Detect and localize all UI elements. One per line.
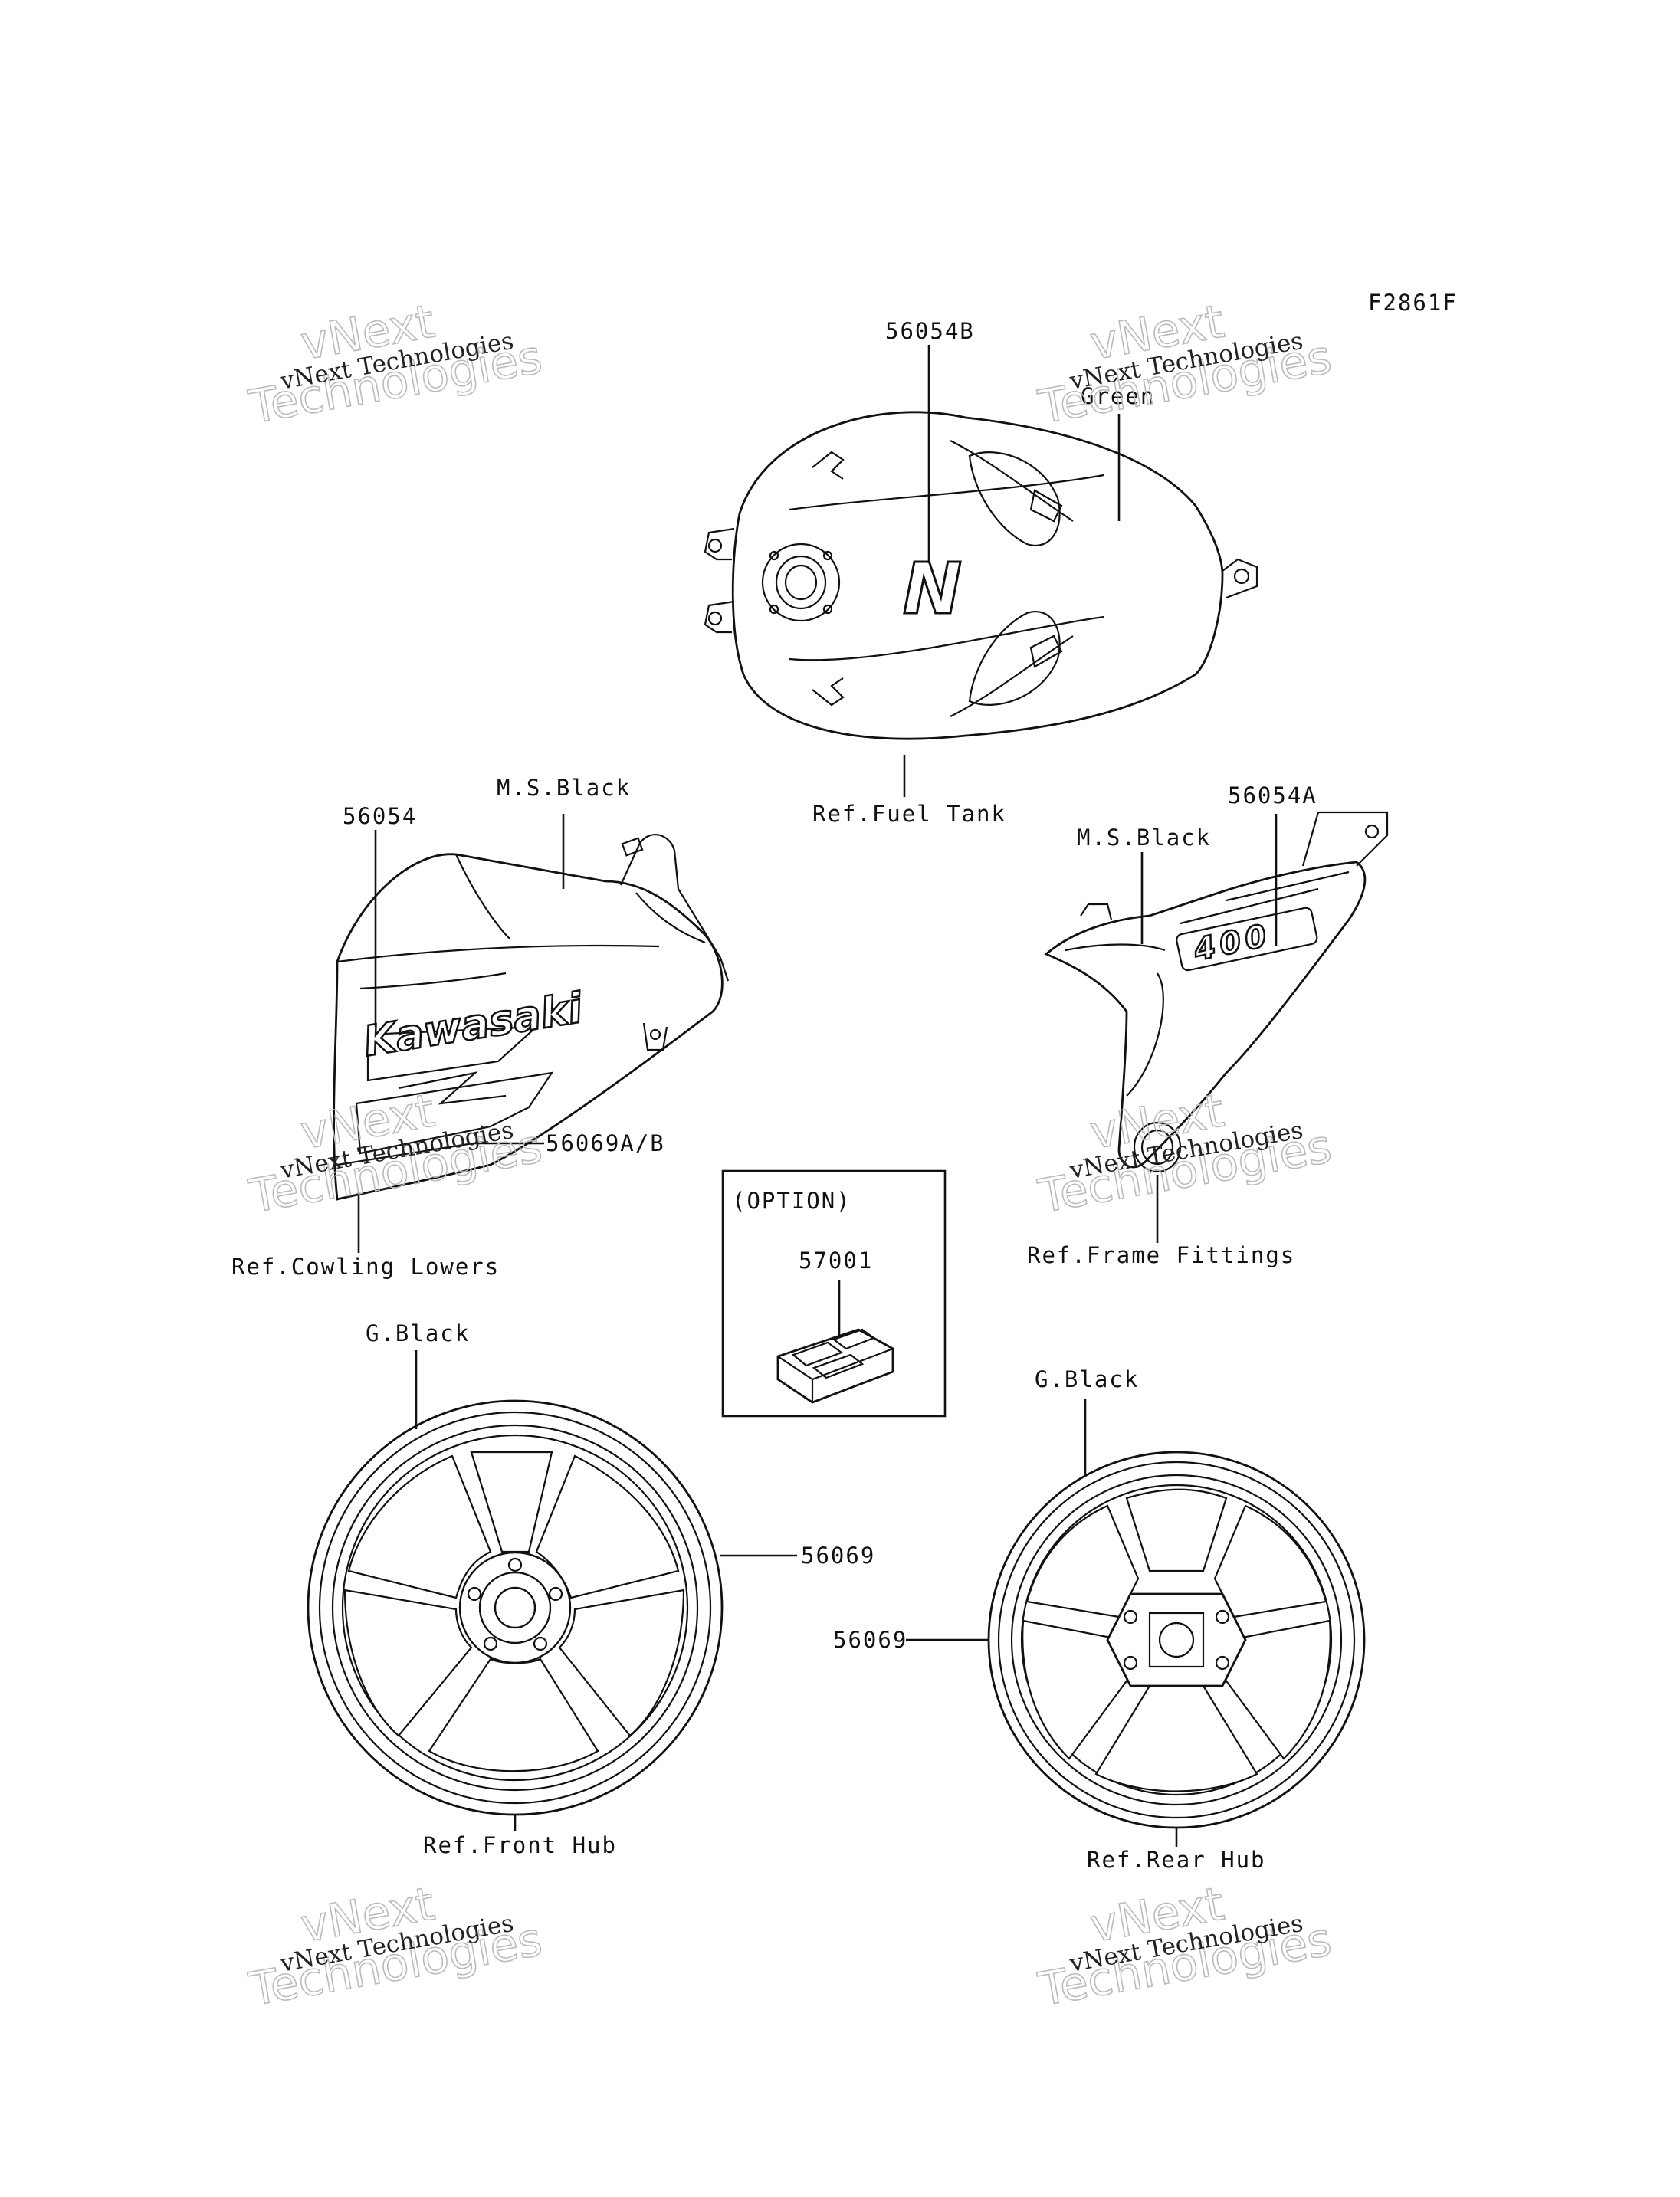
front-wheel-drawing (307, 1399, 724, 1816)
rear-wheel-color-label: G.Black (1035, 1366, 1139, 1392)
rear-wheel-ref-label: Ref.Rear Hub (1087, 1847, 1266, 1873)
figure-code: F2861F (1368, 290, 1458, 316)
watermark-bottom-left: vNext Technologies vNext Technologies (244, 1877, 546, 2018)
rear-wheel-part-label: 56069 (833, 1627, 907, 1653)
watermark-mid-right: vNext Technologies vNext Technologies (1034, 1084, 1336, 1225)
tank-emblem: N (903, 548, 962, 630)
front-wheel-color-label: G.Black (366, 1320, 470, 1346)
rear-wheel-drawing (987, 1451, 1366, 1829)
fuel-tank-part-label: 56054B (885, 318, 975, 344)
cowling-drawing: Kawasaki (333, 834, 730, 1201)
frame-color-label: M.S.Black (1077, 825, 1211, 851)
watermark-top-right: vNext Technologies vNext Technologies (1034, 294, 1336, 435)
fuel-tank-ref-label: Ref.Fuel Tank (812, 801, 1006, 827)
watermark-bottom-right: vNext Technologies vNext Technologies (1034, 1877, 1336, 2018)
fuel-tank-drawing: N (704, 411, 1258, 740)
front-wheel-ref-label: Ref.Front Hub (423, 1832, 617, 1858)
cowl-ref-label: Ref.Cowling Lowers (231, 1254, 500, 1280)
frame-ref-label: Ref.Frame Fittings (1027, 1242, 1295, 1268)
front-wheel-part-label: 56069 (801, 1543, 875, 1569)
cowl-decal-part-label: 56069A/B (546, 1130, 665, 1156)
option-title: (OPTION) (732, 1188, 851, 1214)
fuel-tank-color-label: Green (1081, 383, 1155, 409)
option-part-label: 57001 (799, 1248, 873, 1274)
tool-drawing (776, 1328, 894, 1404)
frame-part-label: 56054A (1228, 782, 1317, 808)
cowl-part-label: 56054 (343, 803, 417, 829)
frame-fitting-drawing: 400 (1044, 811, 1389, 1173)
option-box (721, 1169, 947, 1418)
watermark-top-left: vNext Technologies vNext Technologies (244, 294, 546, 435)
cowl-color-label: M.S.Black (497, 775, 631, 801)
